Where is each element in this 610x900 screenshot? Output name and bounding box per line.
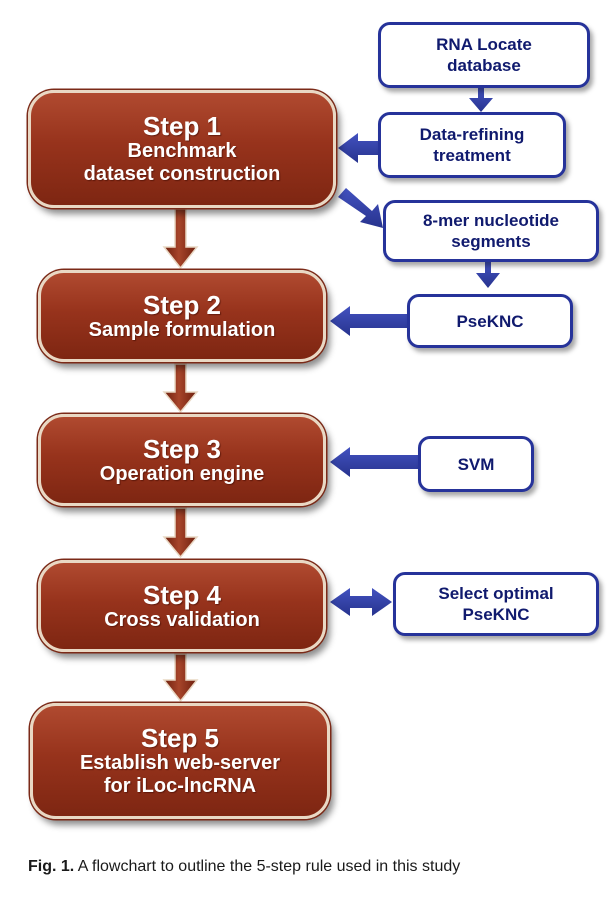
eight-mer-line-1: 8-mer nucleotide [422,211,560,230]
figure-caption-label: Fig. 1. [28,858,75,875]
step-1-line-1: Benchmark [127,140,237,162]
step-5-line-2: for iLoc-lncRNA [103,775,257,797]
step-4-title: Step 4 [142,579,222,610]
arrow-refining-to-step1 [338,133,378,163]
svm-label: SVM [457,454,495,474]
data-refining-box: Data-refining treatment [378,112,566,178]
arrow-8mer-to-pseknc [476,262,500,288]
arrow-rna-to-refining [469,88,493,112]
arrow-step1-to-8mer [338,188,383,228]
arrow-step4-to-step5 [162,653,199,703]
pseknc-box: PseKNC [407,294,573,348]
rna-locate-database-box: RNA Locate database [378,22,590,88]
step-5-box: Step 5 Establish web-server for iLoc-lnc… [30,703,330,819]
step-2-title: Step 2 [142,289,222,320]
step-4-line-1: Cross validation [104,608,260,631]
step-5-line-1: Establish web-server [79,752,281,774]
arrow-step2-to-step3 [162,363,199,414]
select-optimal-line-2: PseKNC [462,605,530,624]
step-4-box: Step 4 Cross validation [38,560,326,652]
step-1-line-2: dataset construction [83,163,281,185]
arrow-step4-select-bidirectional [330,588,392,616]
data-refining-line-1: Data-refining [419,125,525,144]
step-2-line-1: Sample formulation [88,318,276,341]
rna-locate-line-1: RNA Locate [436,35,532,54]
eight-mer-segments-box: 8-mer nucleotide segments [383,200,599,262]
pseknc-label: PseKNC [456,311,524,331]
step-2-box: Step 2 Sample formulation [38,270,326,362]
step-3-box: Step 3 Operation engine [38,414,326,506]
select-optimal-pseknc-box: Select optimal PseKNC [393,572,599,636]
data-refining-line-2: treatment [433,146,511,165]
figure-caption-text: A flowchart to outline the 5-step rule u… [74,858,461,875]
arrow-step1-to-step2 [162,208,199,270]
arrow-pseknc-to-step2 [330,306,407,336]
svm-box: SVM [418,436,534,492]
arrow-step3-to-step4 [162,507,199,559]
eight-mer-line-2: segments [451,232,531,251]
select-optimal-line-1: Select optimal [438,584,554,603]
arrow-svm-to-step3 [330,447,418,477]
step-1-title: Step 1 [142,111,222,141]
figure-caption: Fig. 1. A flowchart to outline the 5-ste… [28,858,460,876]
step-5-title: Step 5 [140,723,220,753]
step-3-line-1: Operation engine [99,462,265,485]
step-3-title: Step 3 [142,433,222,464]
rna-locate-line-2: database [447,56,521,75]
step-1-box: Step 1 Benchmark dataset construction [28,90,336,208]
